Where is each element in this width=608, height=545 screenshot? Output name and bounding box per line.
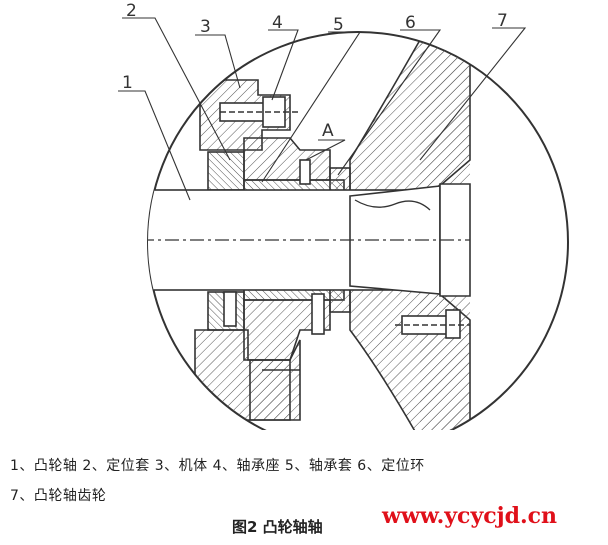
- callout-6: 6: [405, 13, 416, 33]
- figure-caption: 图2 凸轮轴轴: [232, 518, 323, 536]
- callout-5: 5: [333, 15, 344, 35]
- callout-4: 4: [272, 13, 283, 33]
- watermark: www.ycycjd.cn: [376, 503, 564, 529]
- callout-7: 7: [497, 11, 508, 31]
- callout-a: A: [322, 121, 334, 141]
- assembly-drawing: 1 2 3 4 5 6 7 A: [118, 1, 569, 430]
- legend-line-1: 1、凸轮轴 2、定位套 3、机体 4、轴承座 5、轴承套 6、定位环: [10, 458, 425, 474]
- callout-2: 2: [126, 1, 137, 21]
- callout-3: 3: [200, 17, 211, 37]
- legend-line-2: 7、凸轮轴齿轮: [10, 488, 107, 504]
- callout-1: 1: [122, 73, 133, 93]
- locating-sleeve-upper: [207, 151, 245, 191]
